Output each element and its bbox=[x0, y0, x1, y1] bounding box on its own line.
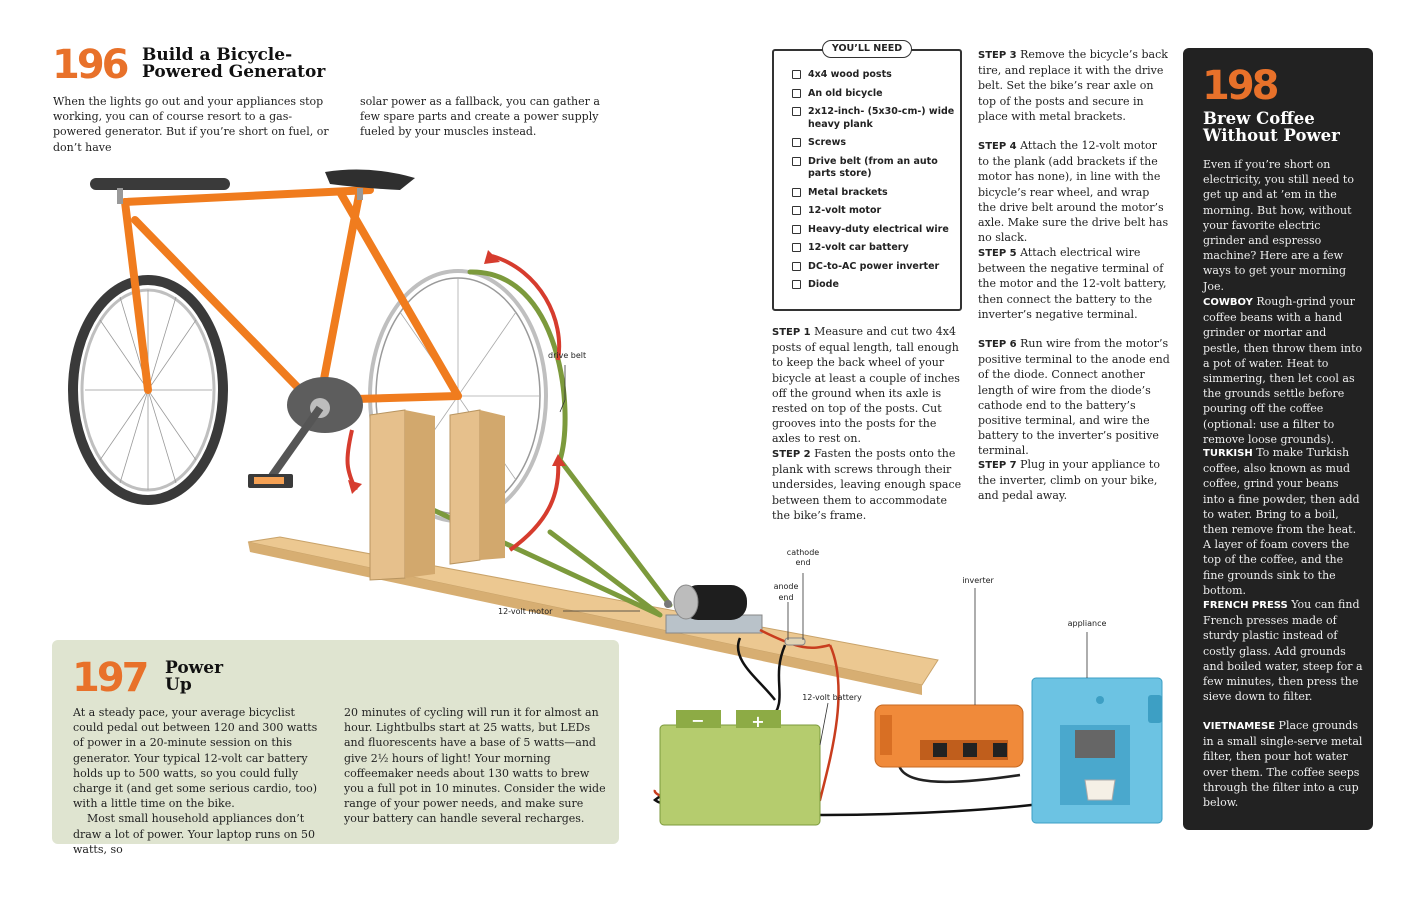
rotation-arrow-bottom bbox=[508, 459, 561, 552]
tip-196-intro-col2: solar power as a fallback, you can gathe… bbox=[360, 95, 600, 139]
coffee-machine bbox=[1031, 677, 1163, 824]
checkbox-icon[interactable] bbox=[792, 206, 801, 215]
tip-197-col2: 20 minutes of cycling will run it for al… bbox=[344, 706, 606, 826]
checkbox-icon[interactable] bbox=[792, 156, 801, 166]
battery-plus-label: + bbox=[751, 712, 764, 731]
wires bbox=[652, 628, 1071, 817]
checkbox-icon[interactable] bbox=[792, 224, 801, 234]
tip-197-col1-p2: Most small household appliances don’t dr… bbox=[73, 812, 315, 856]
checklist-item[interactable]: An old bicycle bbox=[792, 88, 957, 101]
rotation-arrow-top bbox=[491, 254, 562, 361]
method-turkish: TURKISH To make Turkish coffee, also kno… bbox=[1203, 446, 1360, 597]
checkbox-icon[interactable] bbox=[792, 187, 801, 197]
label-appliance: appliance bbox=[1068, 619, 1107, 628]
checkbox-icon[interactable] bbox=[792, 88, 801, 98]
checklist-item[interactable]: DC-to-AC power inverter bbox=[792, 261, 957, 274]
step-4: STEP 4 Attach the 12-volt motor to the p… bbox=[978, 139, 1169, 245]
checkbox-icon[interactable] bbox=[792, 280, 801, 289]
tip-197-col1-p1: At a steady pace, your average bicyclist… bbox=[73, 706, 318, 811]
tip-196-number: 196 bbox=[52, 42, 129, 88]
method-french-press: FRENCH PRESS You can find French presses… bbox=[1203, 598, 1363, 704]
tip-198-title-line2: Without Power bbox=[1203, 125, 1340, 145]
tip-196-title-line1: Build a Bicycle- bbox=[142, 45, 293, 65]
tip-196-header: 196 Build a Bicycle- Powered Generator bbox=[52, 42, 352, 90]
tip-196-title: Build a Bicycle- Powered Generator bbox=[142, 45, 326, 83]
method-cowboy: COWBOY Rough-grind your coffee beans wit… bbox=[1203, 295, 1363, 446]
tip-197-title: Power Up bbox=[165, 658, 265, 696]
checkbox-icon[interactable] bbox=[792, 138, 801, 147]
checklist-item[interactable]: Diode bbox=[792, 279, 957, 292]
checklist-item[interactable]: Screws bbox=[792, 137, 957, 150]
label-drive-belt: drive belt bbox=[548, 351, 586, 360]
wood-posts bbox=[369, 409, 505, 581]
checklist-item[interactable]: 12-volt motor bbox=[792, 205, 957, 218]
tip-197-box bbox=[52, 640, 619, 844]
label-anode-end: end bbox=[778, 593, 793, 602]
checklist-item[interactable]: Drive belt (from an auto parts store) bbox=[792, 156, 957, 181]
step-1: STEP 1 Measure and cut two 4x4 posts of … bbox=[772, 325, 960, 446]
tip-196-intro-col1: When the lights go out and your applianc… bbox=[53, 95, 329, 154]
label-battery: 12-volt battery bbox=[802, 693, 862, 702]
checklist: 4x4 wood posts An old bicycle 2x12-inch-… bbox=[792, 69, 957, 298]
checkbox-icon[interactable] bbox=[792, 107, 801, 116]
checkbox-icon[interactable] bbox=[792, 70, 801, 79]
label-cathode: cathode bbox=[787, 548, 819, 557]
tip-197-title-line2: Up bbox=[165, 675, 192, 696]
handlebar bbox=[90, 178, 230, 190]
tip-198-intro: Even if you’re short on electricity, you… bbox=[1203, 158, 1354, 293]
label-cathode-end: end bbox=[795, 558, 810, 567]
power-inverter bbox=[874, 704, 1024, 768]
bicycle-generator-illustration: − + drive belt 12-volt motor cathode end… bbox=[68, 169, 1163, 826]
motor bbox=[664, 584, 763, 634]
battery-minus-label: − bbox=[691, 711, 704, 730]
step-6: STEP 6 Run wire from the motor’s positiv… bbox=[978, 337, 1170, 458]
checklist-item[interactable]: Metal brackets bbox=[792, 187, 957, 200]
checklist-item[interactable]: 2x12-inch- (5x30-cm-) wide heavy plank bbox=[792, 106, 957, 131]
car-battery: − + bbox=[659, 710, 821, 826]
tip-197-number: 197 bbox=[72, 655, 149, 701]
checkbox-icon[interactable] bbox=[792, 261, 801, 271]
tip-198-title: Brew Coffee Without Power bbox=[1203, 109, 1373, 145]
checklist-item[interactable]: Heavy-duty electrical wire bbox=[792, 224, 957, 237]
checklist-item[interactable]: 12-volt car battery bbox=[792, 242, 957, 255]
label-motor: 12-volt motor bbox=[498, 607, 553, 616]
tip-196-title-line2: Powered Generator bbox=[142, 62, 326, 83]
tip-198-title-line1: Brew Coffee bbox=[1203, 109, 1315, 128]
checklist-item[interactable]: 4x4 wood posts bbox=[792, 69, 957, 82]
step-3: STEP 3 Remove the bicycle’s back tire, a… bbox=[978, 48, 1168, 123]
label-anode: anode bbox=[774, 582, 799, 591]
step-5: STEP 5 Attach electrical wire between th… bbox=[978, 246, 1167, 321]
label-inverter: inverter bbox=[962, 576, 994, 585]
diode bbox=[784, 637, 806, 646]
tip-198-panel bbox=[1183, 48, 1373, 830]
checkbox-icon[interactable] bbox=[792, 243, 801, 252]
step-7: STEP 7 Plug in your appliance to the inv… bbox=[978, 458, 1160, 503]
bike-seat bbox=[325, 169, 415, 190]
step-2: STEP 2 Fasten the posts onto the plank w… bbox=[772, 447, 962, 522]
checklist-title: YOU’LL NEED bbox=[822, 40, 912, 58]
tip-197-title-line1: Power bbox=[165, 658, 224, 678]
tip-197-col1: At a steady pace, your average bicyclist… bbox=[73, 705, 328, 857]
method-vietnamese: VIETNAMESE Place grounds in a small sing… bbox=[1203, 719, 1363, 810]
tip-198-number: 198 bbox=[1202, 63, 1279, 109]
